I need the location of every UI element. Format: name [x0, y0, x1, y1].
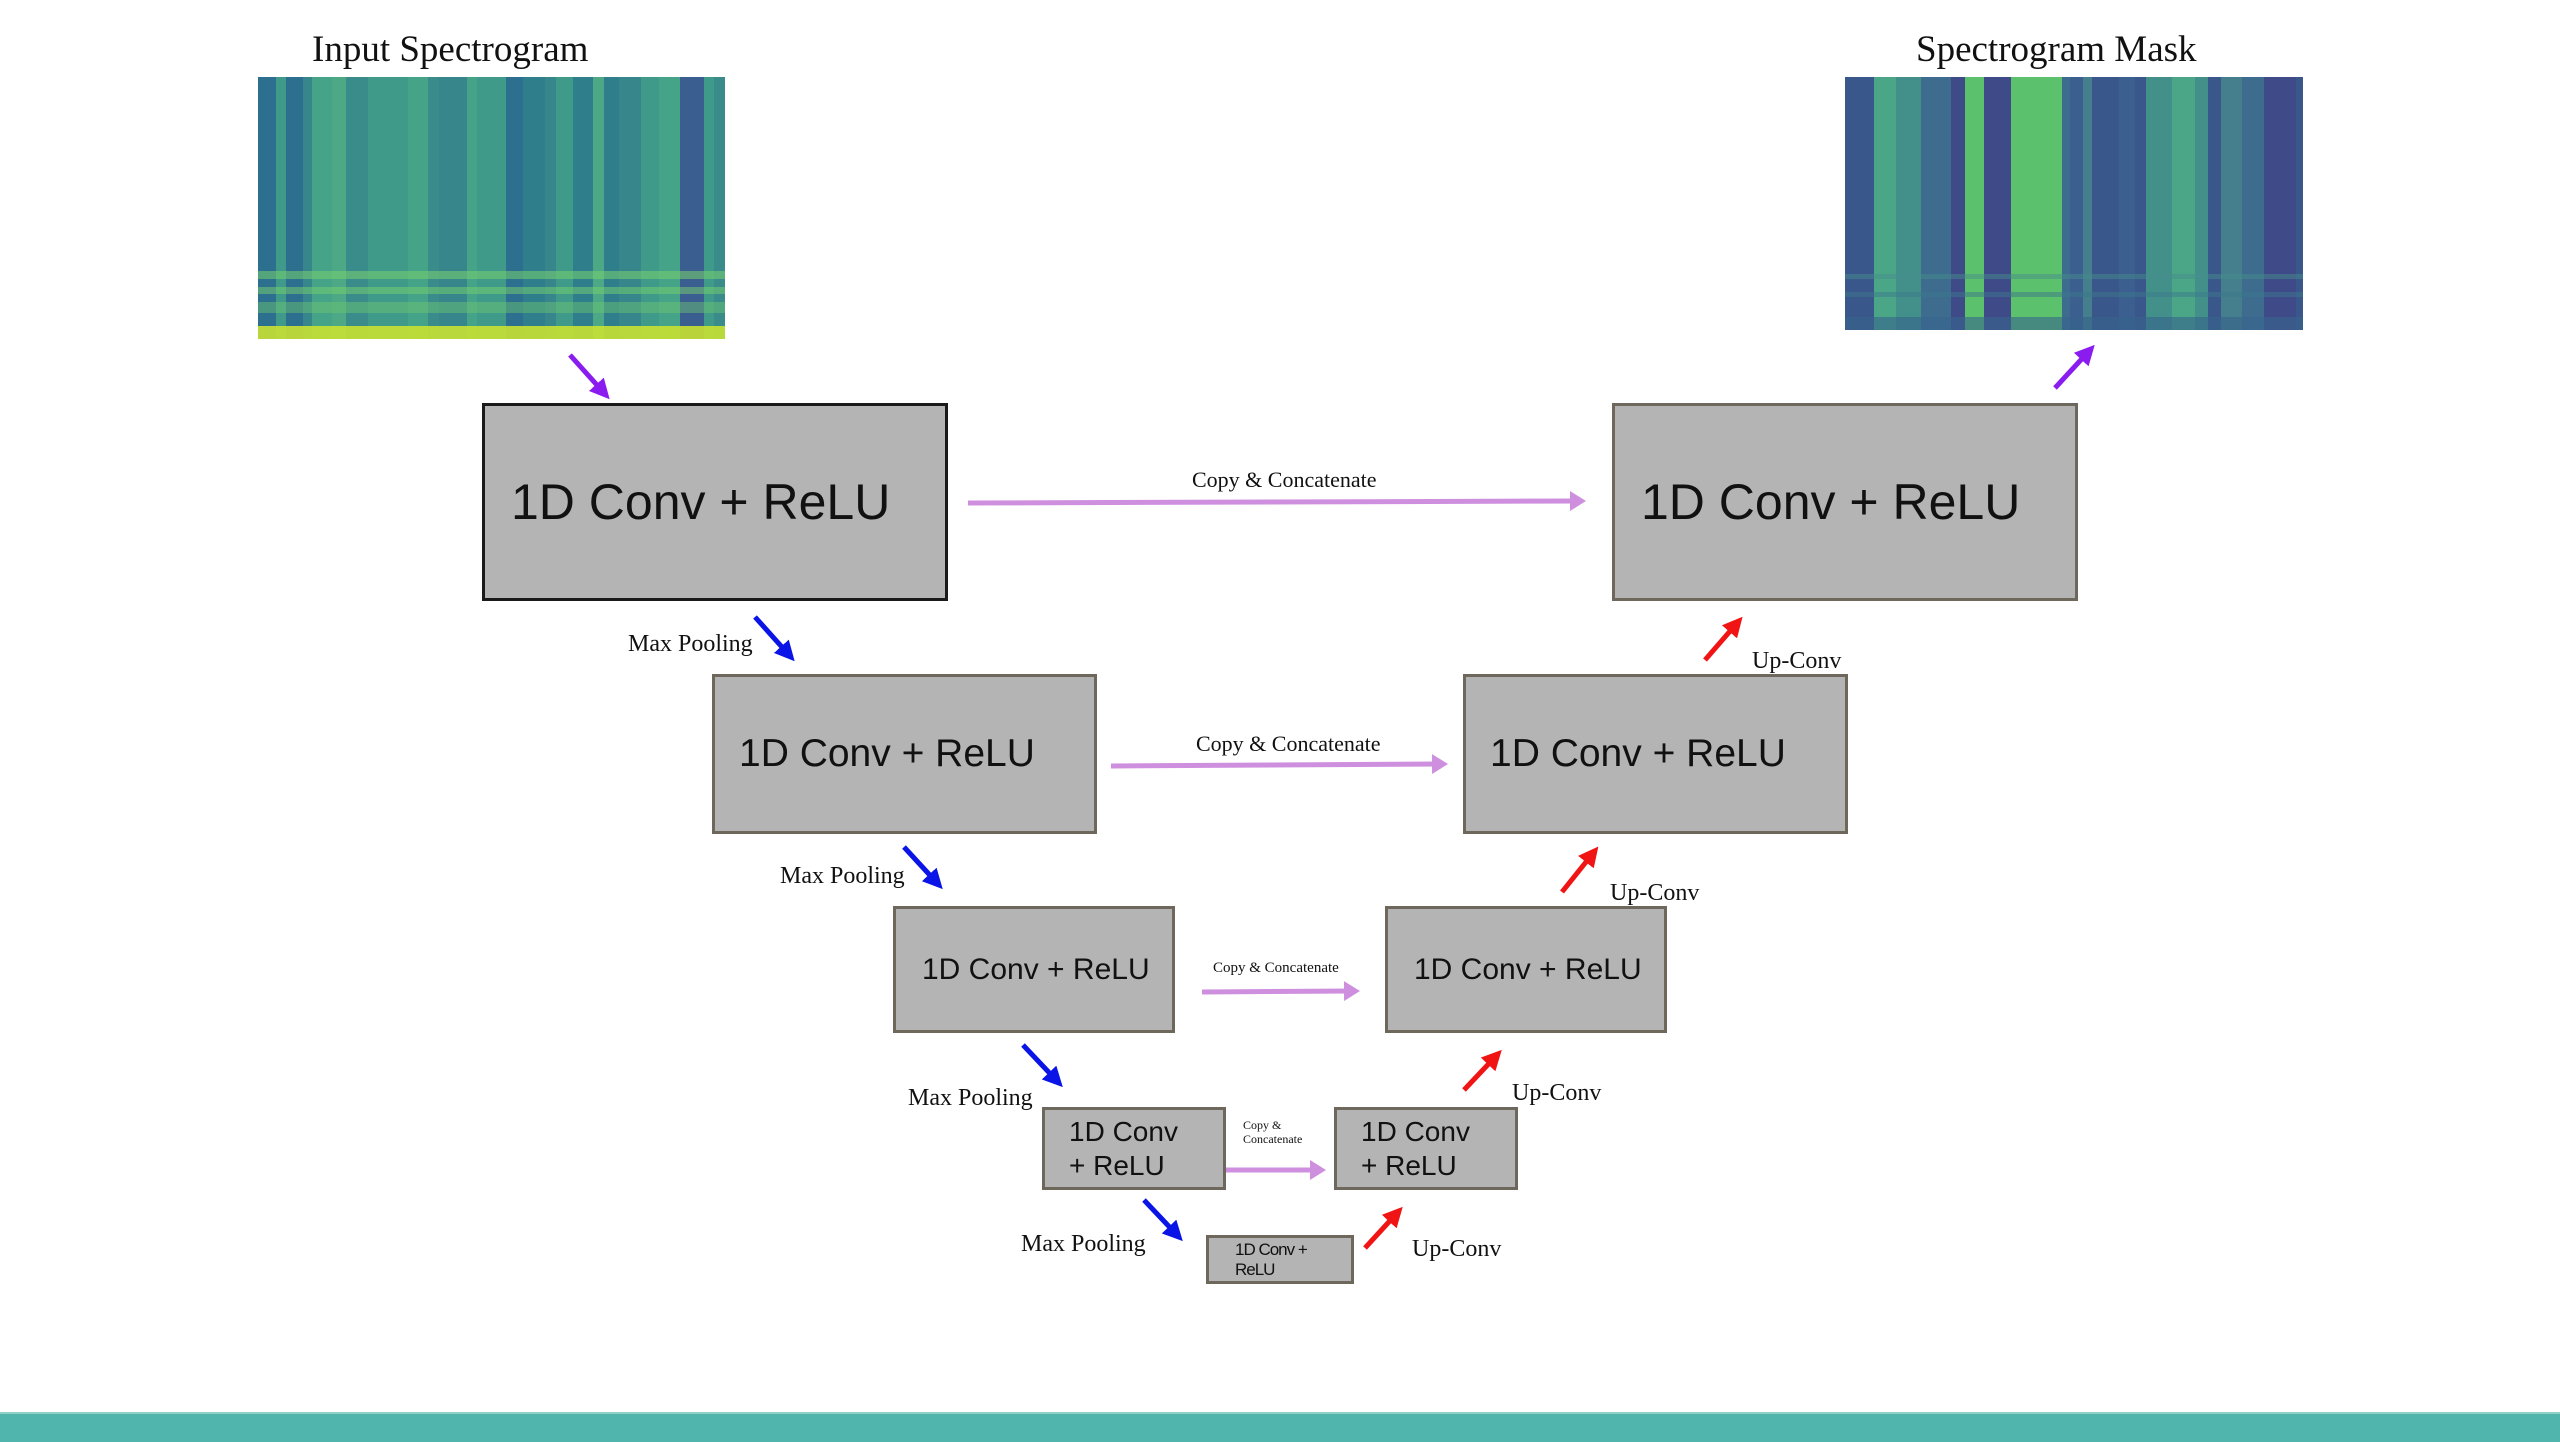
input-spectrogram-image: [258, 77, 725, 339]
upconv-arrow-1: [1363, 1206, 1403, 1250]
spectrogram-column: [2195, 77, 2208, 330]
spectrogram-column: [276, 77, 286, 339]
decoder-block-4-label-line2: + ReLU: [1361, 1149, 1457, 1181]
skip-label-1: Copy & Concatenate: [1192, 467, 1377, 492]
pool-arrow-4: [1142, 1198, 1183, 1242]
spectrogram-column: [1896, 77, 1921, 330]
output-mask-title: Spectrogram Mask: [1916, 29, 2197, 70]
pool-arrow-3: [1021, 1043, 1063, 1088]
spectrogram-band: [258, 286, 725, 295]
pool-label-3: Max Pooling: [908, 1085, 1033, 1111]
spectrogram-column: [2119, 77, 2135, 330]
spectrogram-column: [1951, 77, 1965, 330]
pool-arrow-1: [753, 615, 795, 662]
spectrogram-column: [1938, 77, 1951, 330]
spectrogram-column: [2172, 77, 2195, 330]
encoder-block-3: 1D Conv + ReLU: [893, 906, 1175, 1033]
encoder-block-4-label-line1: 1D Conv: [1069, 1115, 1178, 1147]
spectrogram-column: [1984, 77, 2011, 330]
skip-label-4-line2: Concatenate: [1243, 1132, 1303, 1146]
spectrogram-column: [2040, 77, 2062, 330]
skip-label-3: Copy & Concatenate: [1213, 960, 1339, 976]
upconv-arrow-3: [1560, 846, 1599, 894]
skip-label-4: Copy & Concatenate: [1243, 1118, 1302, 1146]
pool-label-1: Max Pooling: [628, 631, 753, 657]
upconv-arrow-4: [1703, 616, 1743, 662]
encoder-block-1-label: 1D Conv + ReLU: [511, 474, 891, 530]
spectrogram-column: [477, 77, 506, 339]
spectrogram-column: [2062, 77, 2070, 330]
output-arrow: [2053, 344, 2095, 390]
spectrogram-column: [2281, 77, 2296, 330]
spectrogram-column: [428, 77, 439, 339]
encoder-block-3-label: 1D Conv + ReLU: [922, 952, 1150, 986]
pool-label-2: Max Pooling: [780, 863, 905, 889]
spectrogram-column: [2092, 77, 2119, 330]
spectrogram-band: [1845, 317, 2303, 330]
spectrogram-column: [2208, 77, 2221, 330]
spectrogram-column: [680, 77, 704, 339]
decoder-block-4: 1D Conv + ReLU: [1334, 1107, 1518, 1190]
footer-bar: [0, 1412, 2560, 1442]
decoder-block-1: 1D Conv + ReLU: [1612, 403, 2078, 601]
spectrogram-band: [1845, 292, 2303, 298]
spectrogram-column: [2083, 77, 2092, 330]
spectrogram-column: [2135, 77, 2146, 330]
bottleneck-label-line1: 1D Conv +: [1235, 1239, 1308, 1259]
spectrogram-column: [467, 77, 477, 339]
spectrogram-column: [1921, 77, 1938, 330]
spectrogram-column: [1965, 77, 1984, 330]
spectrogram-column: [2242, 77, 2264, 330]
bottleneck-label-line2: ReLU: [1235, 1259, 1275, 1279]
skip-label-2: Copy & Concatenate: [1196, 731, 1381, 756]
decoder-block-1-label: 1D Conv + ReLU: [1641, 474, 2021, 530]
decoder-block-4-label-line1: 1D Conv: [1361, 1115, 1470, 1147]
spectrogram-column: [545, 77, 556, 339]
encoder-block-2: 1D Conv + ReLU: [712, 674, 1097, 834]
upconv-label-3: Up-Conv: [1610, 880, 1700, 906]
skip-arrow-3: [1201, 981, 1360, 1002]
spectrogram-column: [303, 77, 312, 339]
skip-arrow-1: [967, 491, 1586, 512]
spectrogram-column: [2070, 77, 2083, 330]
spectrogram-column: [2011, 77, 2040, 330]
input-spectrogram-title: Input Spectrogram: [312, 29, 589, 70]
upconv-label-2: Up-Conv: [1512, 1080, 1602, 1106]
spectrogram-column: [439, 77, 467, 339]
spectrogram-column: [593, 77, 604, 339]
spectrogram-band: [258, 325, 725, 339]
spectrogram-column: [2146, 77, 2172, 330]
pool-arrow-2: [902, 845, 943, 890]
spectrogram-column: [2296, 77, 2303, 330]
spectrogram-band: [258, 302, 725, 313]
upconv-label-4: Up-Conv: [1752, 648, 1842, 674]
decoder-block-2-label: 1D Conv + ReLU: [1490, 732, 1786, 775]
output-mask-image: [1845, 77, 2303, 330]
spectrogram-column: [1874, 77, 1896, 330]
spectrogram-column: [2221, 77, 2242, 330]
encoder-block-2-label: 1D Conv + ReLU: [739, 732, 1035, 775]
skip-arrow-2: [1110, 754, 1448, 775]
spectrogram-column: [714, 77, 725, 339]
spectrogram-column: [619, 77, 628, 339]
bottleneck-block: 1D Conv + ReLU: [1206, 1235, 1354, 1284]
spectrogram-column: [2264, 77, 2281, 330]
skip-label-4-line1: Copy &: [1243, 1118, 1282, 1132]
input-arrow: [568, 353, 610, 400]
decoder-block-3: 1D Conv + ReLU: [1385, 906, 1667, 1033]
spectrogram-band: [1845, 274, 2303, 280]
encoder-block-1: 1D Conv + ReLU: [482, 403, 948, 601]
decoder-block-3-label: 1D Conv + ReLU: [1414, 952, 1642, 986]
encoder-block-4-label-line2: + ReLU: [1069, 1149, 1165, 1181]
pool-label-4: Max Pooling: [1021, 1231, 1146, 1257]
encoder-block-4: 1D Conv + ReLU: [1042, 1107, 1226, 1190]
decoder-block-2: 1D Conv + ReLU: [1463, 674, 1848, 834]
spectrogram-column: [704, 77, 714, 339]
spectrogram-band: [258, 270, 725, 279]
spectrogram-column: [1845, 77, 1874, 330]
upconv-arrow-2: [1462, 1049, 1502, 1092]
upconv-label-1: Up-Conv: [1412, 1236, 1502, 1262]
